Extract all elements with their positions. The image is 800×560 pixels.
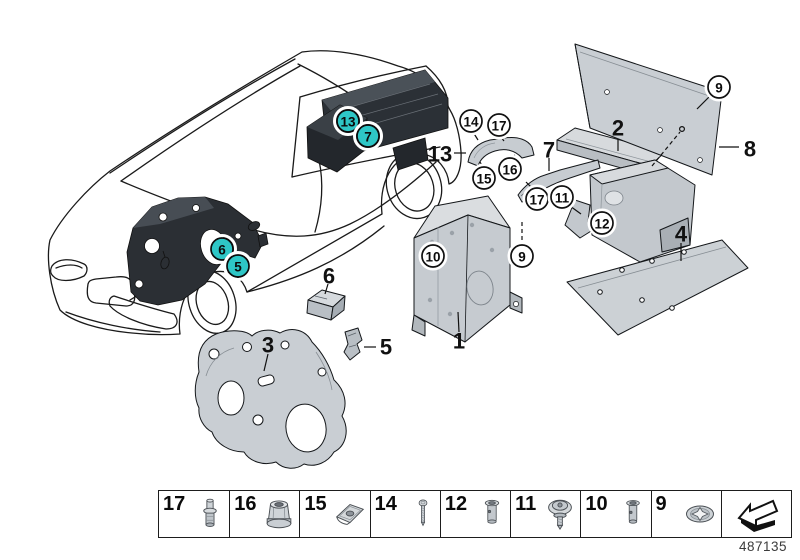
part-5-bracket [343,327,363,361]
legend-number: 16 [234,493,257,515]
part-13-bracket [467,137,535,167]
callout-14[interactable]: 14 [456,106,486,136]
legend-number: 17 [163,493,186,515]
legend-number: 15 [304,493,327,515]
svg-text:7: 7 [364,130,372,145]
part-label-2[interactable]: 2 [612,116,624,141]
svg-text:17: 17 [491,119,506,134]
legend-cell-17[interactable]: 17 [159,491,229,537]
diagram-number: 487135 [738,539,787,554]
vehicle-callouts: 13 7 6 5 [207,106,383,281]
star-lock-washer-icon [685,505,714,523]
part-label-5[interactable]: 5 [380,335,392,360]
legend-number: 10 [585,493,608,515]
part-label-7[interactable]: 7 [543,138,555,163]
legend-cell-14[interactable]: 14 [369,491,440,537]
vehicle-callout-13[interactable]: 13 [333,106,363,136]
legend-cell-9[interactable]: 9 [650,491,721,537]
svg-text:15: 15 [476,172,492,187]
callout-10[interactable]: 10 [418,241,448,271]
part-label-8[interactable]: 8 [744,137,756,162]
callout-9-a[interactable]: 9 [507,241,537,271]
svg-text:9: 9 [715,81,723,96]
vehicle-callout-5[interactable]: 5 [223,251,253,281]
svg-text:11: 11 [555,191,570,206]
expansion-rivet-icon [484,499,500,524]
legend-number: 14 [374,493,397,515]
legend-number: 11 [515,493,537,515]
callout-11[interactable]: 11 [547,182,577,212]
svg-text:12: 12 [594,217,609,232]
fastener-table: 17 16 15 [158,490,792,538]
legend-cell-10[interactable]: 10 [580,491,650,537]
part-3-firewall-insulation [194,329,347,469]
callout-12[interactable]: 12 [587,208,617,238]
callout-17-b[interactable]: 17 [522,184,552,214]
svg-text:10: 10 [425,250,440,265]
expansion-rivet-icon [625,500,640,524]
stud-rivet-icon [203,498,217,527]
screw-icon [418,499,428,527]
callout-9-b[interactable]: 9 [704,72,734,102]
collar-nut-icon [267,500,292,529]
svg-text:14: 14 [463,115,479,130]
speed-nut-icon [335,503,364,525]
part-4-floor-panel [566,239,749,336]
svg-text:17: 17 [529,193,544,208]
back-arrow-icon[interactable] [733,492,781,536]
legend-cell-11[interactable]: 11 [510,491,580,537]
callout-15[interactable]: 15 [469,163,499,193]
legend-cell-15[interactable]: 15 [299,491,369,537]
svg-text:5: 5 [234,260,242,275]
vehicle-callout-7[interactable]: 7 [353,121,383,151]
svg-text:6: 6 [218,243,226,258]
svg-text:16: 16 [502,163,518,178]
vehicle-mounted-insulation-parts [126,69,449,306]
vehicle-callout-6[interactable]: 6 [207,234,237,264]
part-label-13[interactable]: 13 [428,142,452,167]
part-2-rail-insulation [556,127,696,263]
legend-cell-back[interactable] [720,491,791,537]
callout-17-a[interactable]: 17 [484,110,514,140]
part-6-wedge [306,289,346,321]
part-8-rear-panel [574,43,723,176]
legend-number: 12 [444,493,468,515]
legend-cell-16[interactable]: 16 [229,491,299,537]
part-label-3[interactable]: 3 [262,333,274,358]
exploded-parts [194,43,749,469]
svg-text:9: 9 [518,250,526,265]
legend-cell-12[interactable]: 12 [439,491,510,537]
part-label-1[interactable]: 1 [453,329,465,354]
washer-screw-icon [548,499,573,531]
svg-text:13: 13 [340,115,356,130]
part-label-6[interactable]: 6 [323,264,335,289]
legend-number: 9 [655,493,667,515]
circle-callouts: 14 17 15 16 17 11 12 [418,72,734,271]
callout-16[interactable]: 16 [495,154,525,184]
part-label-4[interactable]: 4 [675,222,688,247]
